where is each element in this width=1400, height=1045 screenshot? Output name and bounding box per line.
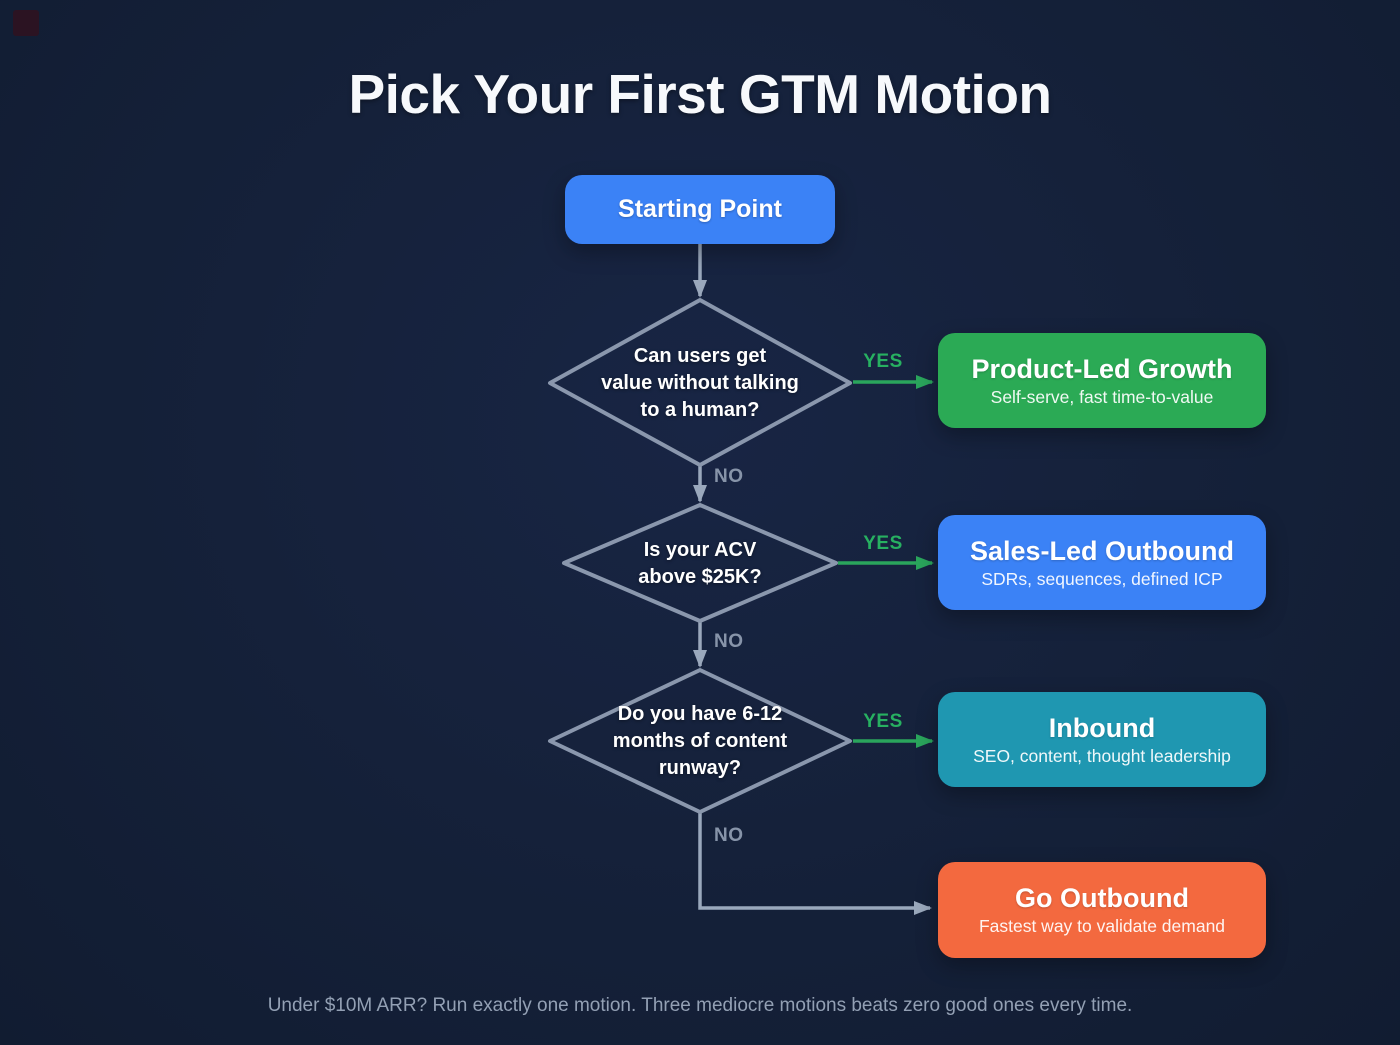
page-title: Pick Your First GTM Motion	[348, 63, 1052, 125]
outcome-title: Sales-Led Outbound	[969, 535, 1234, 566]
decision-3-question: Do you have 6-12 months of content runwa…	[612, 703, 788, 779]
connector-no3-to-outbound	[698, 812, 932, 915]
no-label-2: NO	[714, 631, 744, 652]
decision-1-question: Can users get value without talking to a…	[601, 345, 799, 421]
outcome-title: Go Outbound	[1015, 883, 1189, 913]
outcome-subtitle: SEO, content, thought leadership	[973, 745, 1231, 766]
yes-label-3: YES	[863, 711, 903, 732]
outcome-go-outbound: Go Outbound Fastest way to validate dema…	[938, 862, 1266, 958]
outcome-sales-led-outbound: Sales-Led Outbound SDRs, sequences, defi…	[938, 515, 1266, 610]
decision-3-diamond	[548, 668, 852, 814]
outcome-title: Product-Led Growth	[971, 353, 1233, 384]
no-label-3: NO	[714, 825, 744, 846]
yes-label-1: YES	[863, 351, 903, 372]
start-node: Starting Point	[565, 175, 835, 244]
outcome-inbound: Inbound SEO, content, thought leadership	[938, 692, 1266, 787]
yes-label-2: YES	[863, 533, 903, 554]
outcome-subtitle: SDRs, sequences, defined ICP	[981, 568, 1223, 589]
no-label-1: NO	[714, 466, 744, 487]
outcome-product-led-growth: Product-Led Growth Self-serve, fast time…	[938, 333, 1266, 428]
outcome-subtitle: Self-serve, fast time-to-value	[990, 386, 1214, 407]
decision-2-question: Is your ACV above $25K?	[638, 539, 762, 588]
corner-marker	[13, 10, 39, 36]
outcome-title: Inbound	[1048, 712, 1156, 743]
decision-1-diamond	[548, 298, 852, 467]
footer-note: Under $10M ARR? Run exactly one motion. …	[267, 995, 1133, 1016]
decision-2-diamond	[562, 503, 838, 623]
outcome-subtitle: Fastest way to validate demand	[978, 916, 1226, 936]
